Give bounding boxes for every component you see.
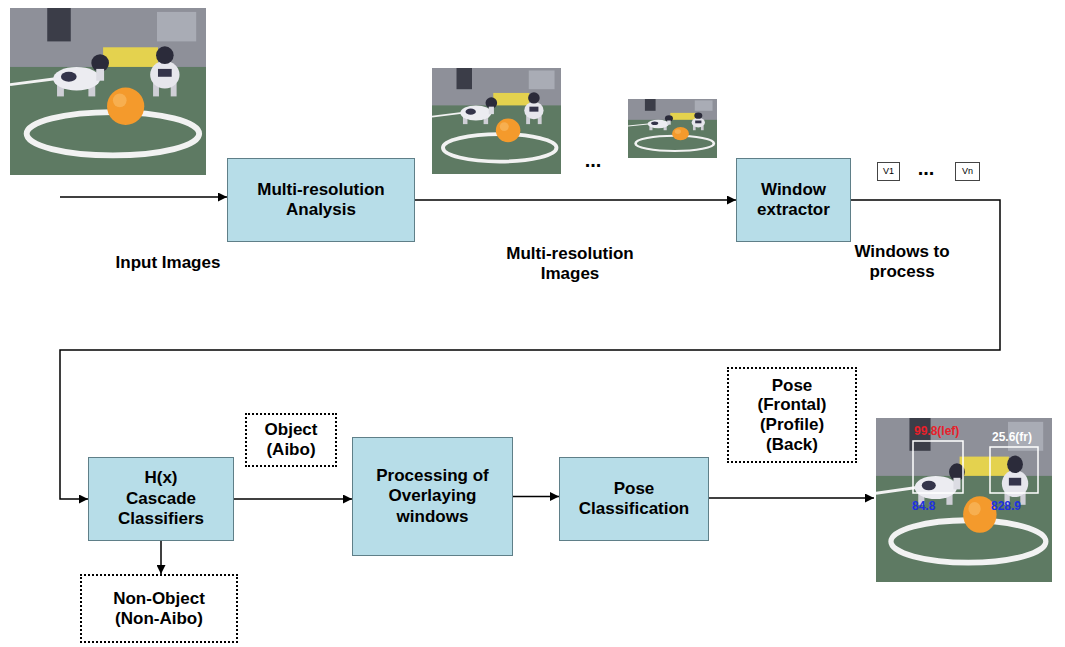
ellipsis: ... — [585, 148, 602, 172]
node-text: V1 — [883, 167, 894, 177]
ellipsis: ... — [918, 156, 935, 180]
output-image — [876, 418, 1052, 582]
score-label: 99.8(lef) — [914, 424, 959, 438]
process-box: Window extractor — [736, 158, 851, 242]
process-box: Multi-resolution Analysis — [227, 158, 415, 242]
distance-label: 828.9 — [991, 499, 1021, 513]
node-text: Multi-resolution Analysis — [236, 180, 406, 221]
process-box: Processing of Overlaying windows — [352, 437, 513, 556]
stage-label: Input Images — [116, 253, 221, 273]
result-note: Object (Aibo) — [245, 413, 337, 467]
window-box: Vn — [955, 162, 980, 181]
node-text: Processing of Overlaying windows — [361, 466, 504, 527]
result-note: Non-Object (Non-Aibo) — [80, 574, 238, 643]
output-arrow — [708, 497, 874, 499]
connector-arrow — [160, 541, 162, 574]
result-note: Pose (Frontal) (Profile) (Back) — [727, 367, 857, 463]
score-label: 25.6(fr) — [992, 430, 1032, 444]
detection-box — [990, 447, 1038, 493]
process-box: Pose Classification — [559, 457, 709, 541]
resolution-image — [432, 68, 561, 174]
stage-label: Windows to process — [850, 242, 954, 283]
input-arrow — [60, 196, 227, 198]
connector-arrow — [415, 199, 736, 201]
node-text: Window extractor — [745, 180, 842, 221]
node-text: Vn — [962, 167, 973, 177]
connector-arrow — [60, 200, 1000, 499]
stage-label: Multi-resolution Images — [495, 244, 645, 285]
node-text: H(x) Cascade Classifiers — [118, 468, 204, 529]
classifier-box: H(x) Cascade Classifiers — [88, 457, 234, 541]
window-box: V1 — [877, 162, 900, 181]
node-text: Object (Aibo) — [265, 420, 318, 459]
input-image — [10, 8, 206, 175]
node-text: Non-Object (Non-Aibo) — [103, 589, 215, 628]
node-text: Pose Classification — [568, 479, 700, 520]
resolution-image — [628, 99, 717, 158]
connector-arrow — [234, 498, 352, 500]
distance-label: 84.8 — [912, 499, 935, 513]
detection-box — [913, 441, 963, 493]
node-text: Pose (Frontal) (Profile) (Back) — [758, 376, 827, 454]
connector-arrow — [513, 496, 559, 498]
